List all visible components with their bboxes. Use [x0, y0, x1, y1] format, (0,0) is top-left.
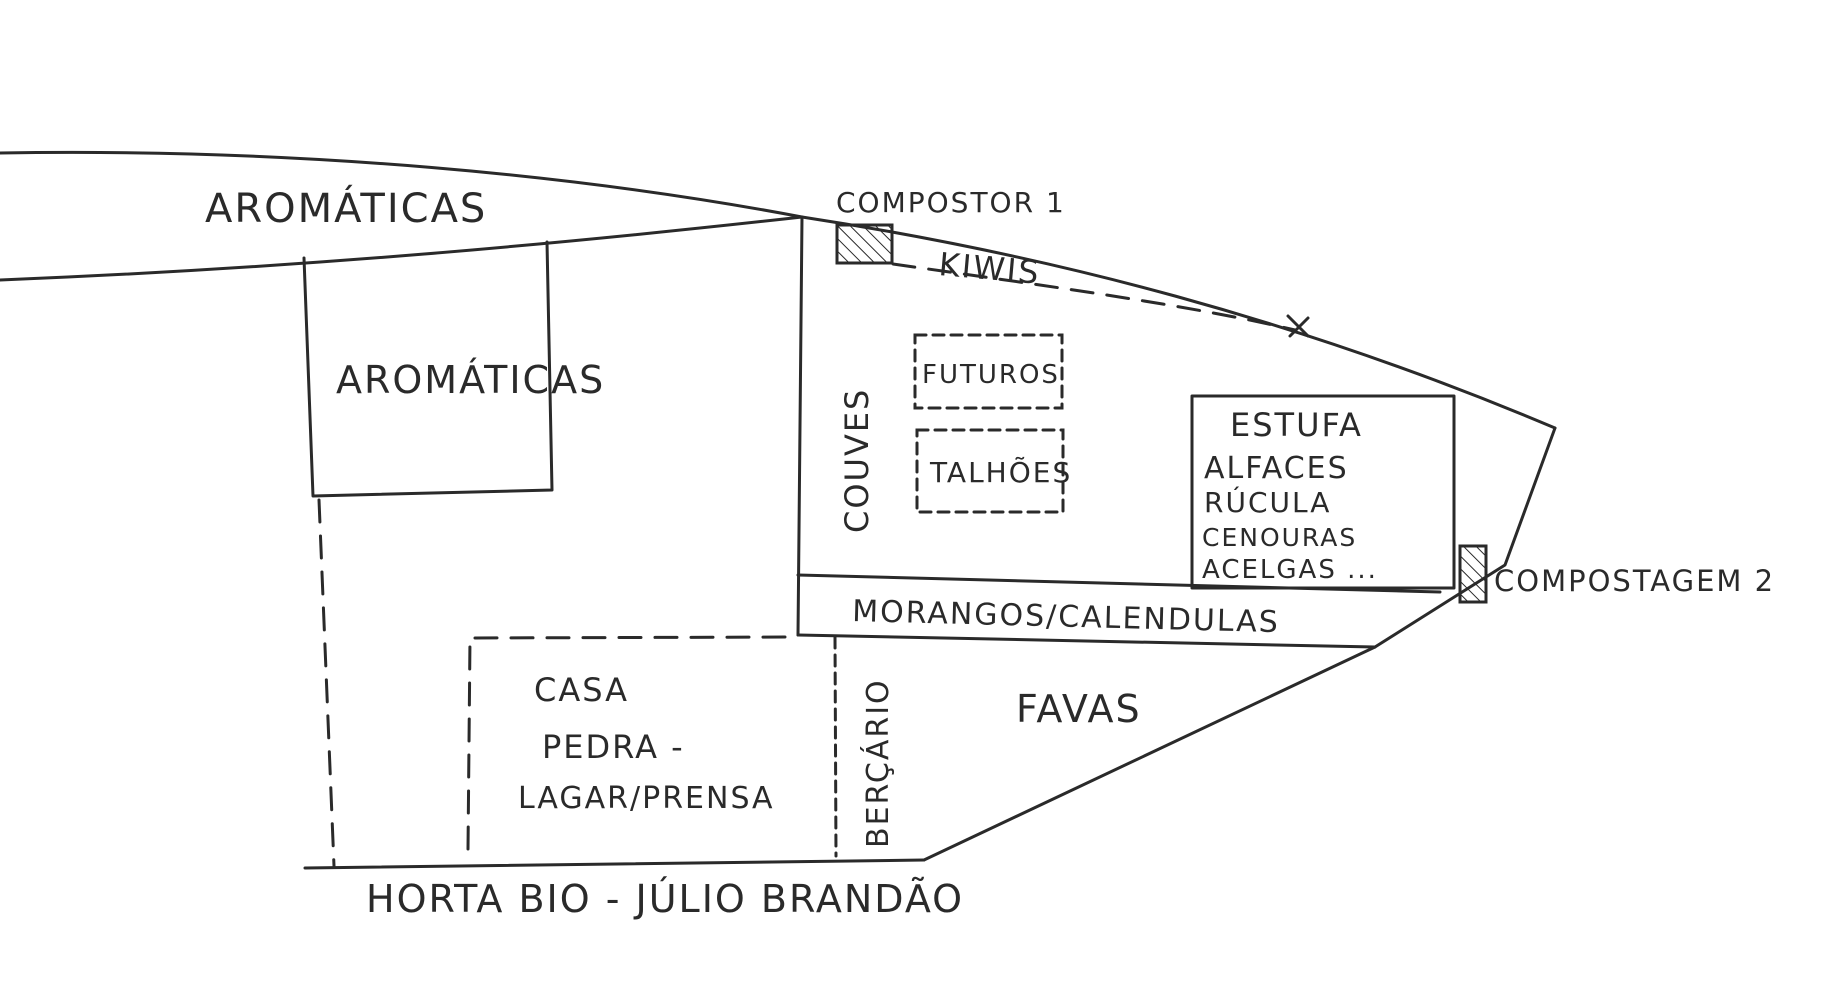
morangos-strip-top-edge	[796, 573, 1442, 594]
bercario-label: BERÇÁRIO	[860, 678, 896, 848]
estufa-item-alfaces: ALFACES	[1204, 451, 1349, 486]
morangos-calendulas-label: MORANGOS/CALENDULAS	[852, 594, 1280, 640]
estufa-item-rucula: RÚCULA	[1204, 485, 1331, 519]
bercario-dashed-divider	[833, 635, 838, 858]
right-boundary	[1373, 426, 1557, 649]
casa-line-3: LAGAR/PRENSA	[518, 781, 775, 816]
futuros-plot-outline	[913, 333, 1064, 410]
compostagem-2-label: COMPOSTAGEM 2	[1494, 564, 1775, 598]
map-title: HORTA BIO - JÚLIO BRANDÃO	[366, 877, 964, 921]
aromaticas-box-label: AROMÁTICAS	[336, 358, 605, 402]
compostagem-2-box	[1458, 544, 1488, 604]
aromaticas-strip-bottom-edge	[0, 215, 804, 282]
futuros-label: FUTUROS	[922, 360, 1060, 390]
main-bed-top-edge	[800, 215, 1557, 430]
estufa-item-acelgas: ACELGAS ...	[1202, 555, 1378, 585]
aromaticas-strip-label: AROMÁTICAS	[205, 184, 487, 232]
estufa-title: ESTUFA	[1230, 406, 1363, 444]
casa-line-2: PEDRA -	[542, 728, 685, 766]
morangos-strip-bottom-edge	[796, 633, 1377, 649]
aromaticas-box-outline	[302, 240, 554, 498]
bottom-boundary	[303, 858, 926, 870]
kiwis-dashed-line	[891, 262, 1297, 332]
compostor-1-box	[835, 223, 894, 265]
favas-boundary	[922, 645, 1377, 862]
casa-line-1: CASA	[534, 671, 629, 709]
talhoes-label: TALHÕES	[929, 455, 1072, 489]
aromaticas-strip-top-edge	[0, 150, 804, 219]
couves-label: COUVES	[838, 388, 876, 533]
compostor-1-label: COMPOSTOR 1	[836, 186, 1066, 219]
estufa-item-cenouras: CENOURAS	[1202, 523, 1357, 552]
main-bed-left-edge	[796, 215, 804, 637]
left-dashed-boundary	[317, 498, 336, 868]
talhoes-plot-outline	[915, 428, 1065, 514]
kiwis-end-mark	[1286, 314, 1310, 338]
kiwis-label: KIWIS	[937, 245, 1042, 292]
favas-label: FAVAS	[1016, 687, 1142, 731]
